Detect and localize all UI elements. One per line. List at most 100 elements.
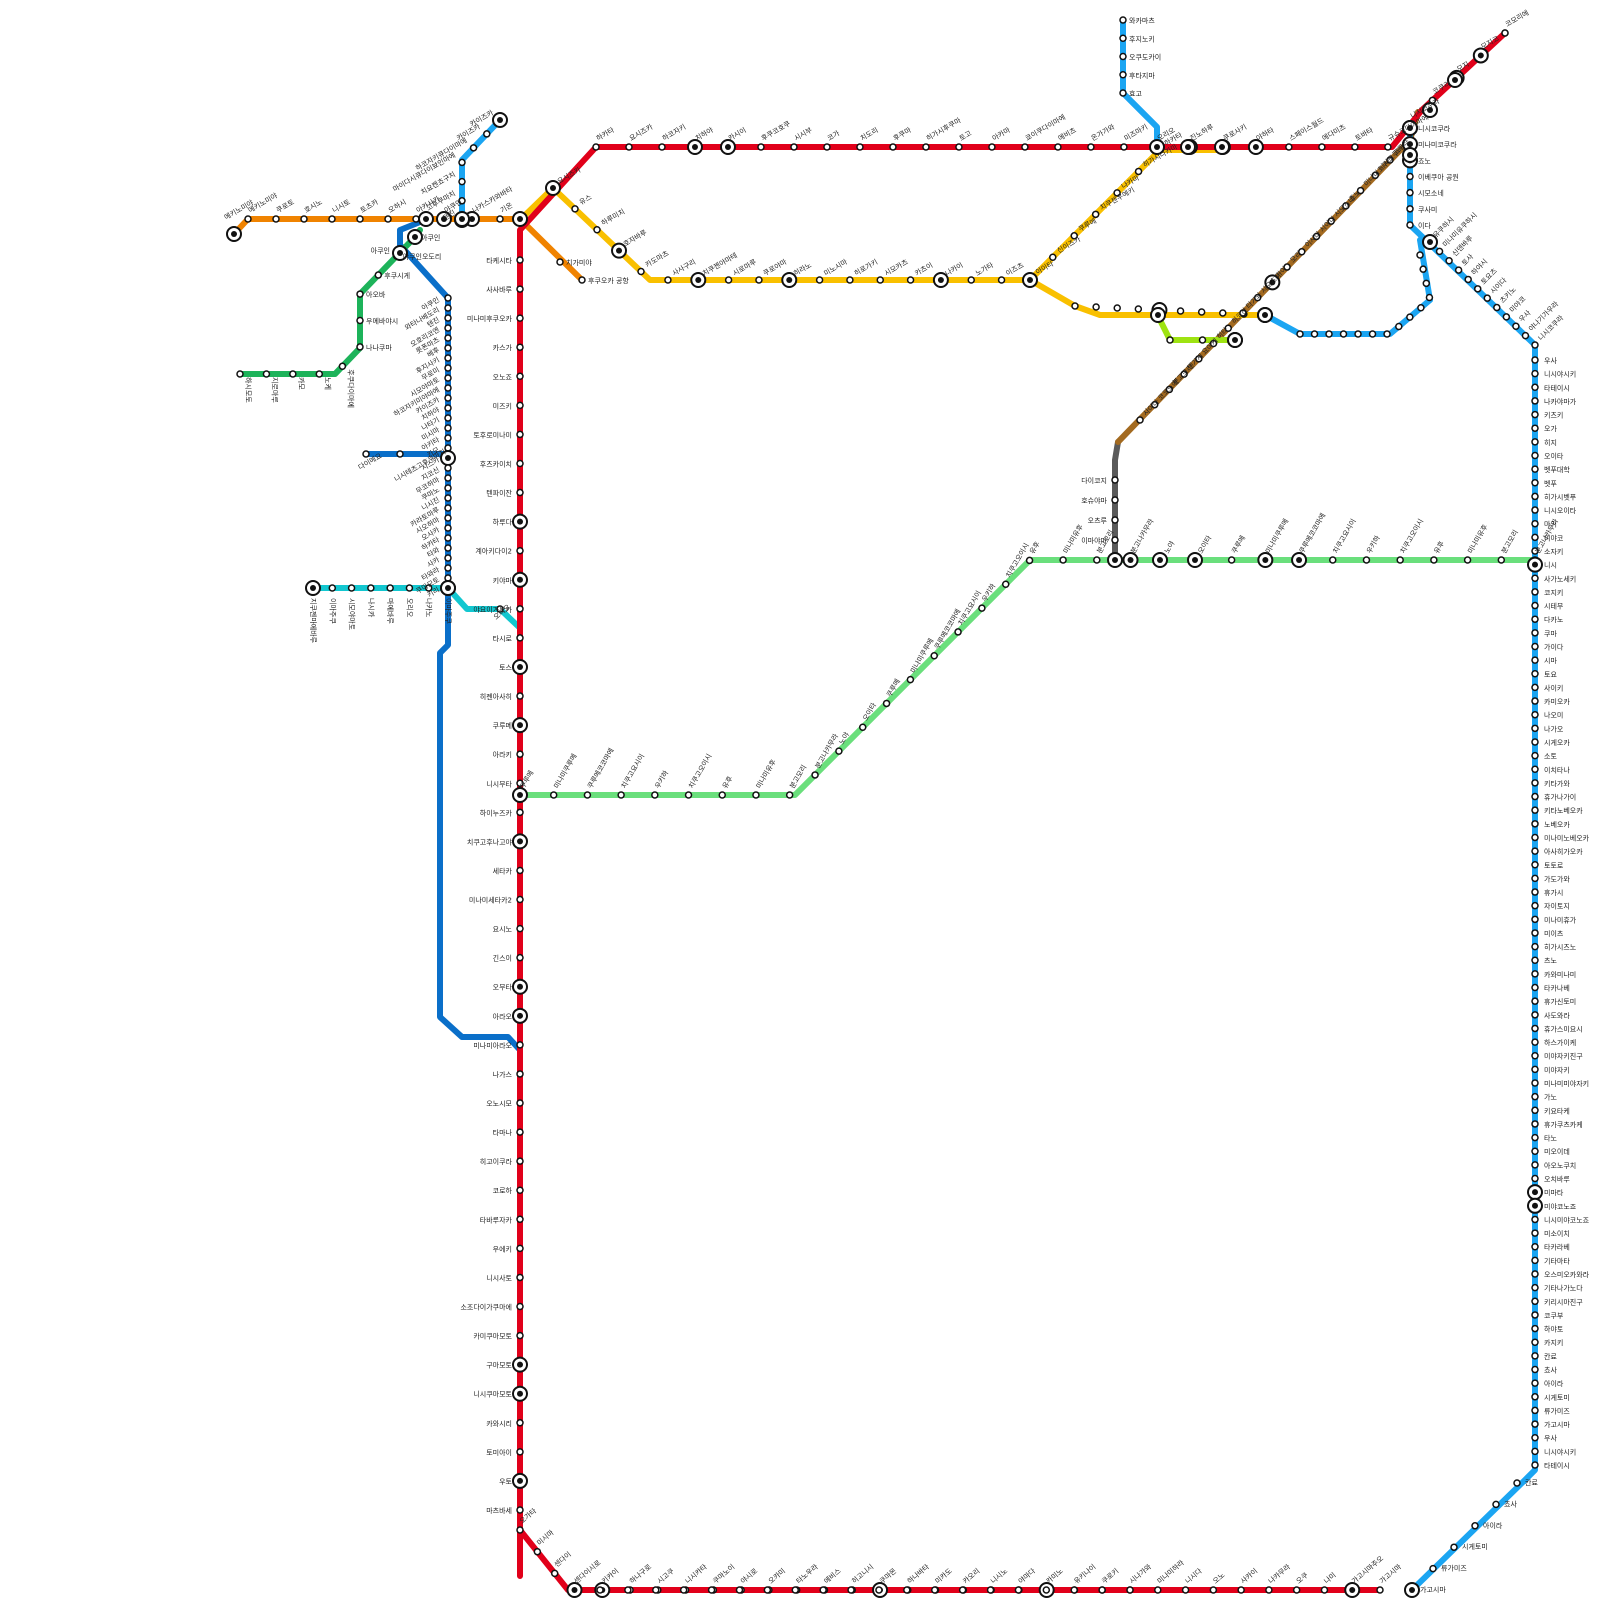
station-marker[interactable] — [1341, 331, 1347, 337]
station-marker[interactable] — [1120, 17, 1126, 23]
station-marker[interactable] — [1155, 1587, 1161, 1593]
station-marker[interactable] — [1502, 30, 1508, 36]
station-marker[interactable] — [791, 144, 797, 150]
station-marker[interactable] — [594, 227, 600, 233]
station-marker[interactable] — [1532, 439, 1538, 445]
station-marker[interactable] — [1437, 248, 1443, 254]
station-marker[interactable] — [1532, 1271, 1538, 1277]
station-marker[interactable] — [1532, 1367, 1538, 1373]
station-marker[interactable] — [1532, 412, 1538, 418]
station-marker[interactable] — [1043, 1587, 1049, 1593]
station-marker[interactable] — [517, 1304, 523, 1310]
station-marker[interactable] — [1532, 371, 1538, 377]
station-marker[interactable] — [836, 748, 842, 754]
station-marker[interactable] — [1532, 1380, 1538, 1386]
station-marker[interactable] — [625, 1587, 631, 1593]
station-marker[interactable] — [764, 1587, 770, 1593]
station-marker[interactable] — [931, 653, 937, 659]
station-marker[interactable] — [1532, 1421, 1538, 1427]
station-marker[interactable] — [593, 144, 599, 150]
station-marker[interactable] — [517, 548, 523, 554]
station-marker[interactable] — [1532, 848, 1538, 854]
station-marker[interactable] — [517, 490, 523, 496]
station-marker[interactable] — [1112, 537, 1118, 543]
station-marker[interactable] — [709, 1587, 715, 1593]
station-marker[interactable] — [1167, 337, 1173, 343]
station-marker[interactable] — [1532, 903, 1538, 909]
station-marker[interactable] — [719, 792, 725, 798]
station-marker[interactable] — [758, 144, 764, 150]
station-marker[interactable] — [1099, 1587, 1105, 1593]
station-marker[interactable] — [385, 216, 391, 222]
station-marker[interactable] — [1532, 657, 1538, 663]
station-marker[interactable] — [1015, 1587, 1021, 1593]
station-marker[interactable] — [1027, 557, 1033, 563]
station-marker[interactable] — [445, 315, 451, 321]
station-marker[interactable] — [1297, 331, 1303, 337]
station-marker[interactable] — [349, 585, 355, 591]
station-marker[interactable] — [1532, 507, 1538, 513]
station-marker[interactable] — [923, 144, 929, 150]
station-marker[interactable] — [1532, 1407, 1538, 1413]
station-marker[interactable] — [1120, 72, 1126, 78]
station-marker[interactable] — [999, 277, 1005, 283]
station-marker[interactable] — [1532, 1012, 1538, 1018]
station-marker[interactable] — [445, 325, 451, 331]
station-marker[interactable] — [1407, 206, 1413, 212]
station-marker[interactable] — [736, 1587, 742, 1593]
station-marker[interactable] — [659, 144, 665, 150]
station-marker[interactable] — [812, 772, 818, 778]
station-marker[interactable] — [517, 1187, 523, 1193]
station-marker[interactable] — [753, 792, 759, 798]
station-marker[interactable] — [263, 371, 269, 377]
station-marker[interactable] — [445, 535, 451, 541]
station-marker[interactable] — [1522, 333, 1528, 339]
station-marker[interactable] — [517, 1100, 523, 1106]
station-marker[interactable] — [1363, 557, 1369, 563]
station-marker[interactable] — [1532, 753, 1538, 759]
station-marker[interactable] — [397, 451, 403, 457]
station-marker[interactable] — [1532, 1025, 1538, 1031]
station-marker[interactable] — [1532, 589, 1538, 595]
station-marker[interactable] — [572, 206, 578, 212]
station-marker[interactable] — [1532, 957, 1538, 963]
station-marker[interactable] — [1532, 807, 1538, 813]
station-marker[interactable] — [1532, 1107, 1538, 1113]
station-marker[interactable] — [686, 792, 692, 798]
station-marker[interactable] — [1022, 144, 1028, 150]
station-marker[interactable] — [1420, 266, 1426, 272]
station-marker[interactable] — [884, 700, 890, 706]
station-marker[interactable] — [329, 216, 335, 222]
station-marker[interactable] — [517, 635, 523, 641]
station-marker[interactable] — [1532, 1121, 1538, 1127]
station-marker[interactable] — [445, 375, 451, 381]
station-marker[interactable] — [1088, 144, 1094, 150]
station-marker[interactable] — [1532, 1230, 1538, 1236]
station-marker[interactable] — [1532, 630, 1538, 636]
station-marker[interactable] — [1094, 557, 1100, 563]
station-marker[interactable] — [1532, 616, 1538, 622]
station-marker[interactable] — [1319, 144, 1325, 150]
station-marker[interactable] — [626, 144, 632, 150]
station-marker[interactable] — [445, 295, 451, 301]
station-marker[interactable] — [1112, 477, 1118, 483]
station-marker[interactable] — [618, 792, 624, 798]
station-marker[interactable] — [517, 606, 523, 612]
station-marker[interactable] — [1355, 331, 1361, 337]
station-marker[interactable] — [1532, 1326, 1538, 1332]
station-marker[interactable] — [517, 286, 523, 292]
station-marker[interactable] — [1532, 1094, 1538, 1100]
station-marker[interactable] — [517, 751, 523, 757]
station-marker[interactable] — [1407, 314, 1413, 320]
station-marker[interactable] — [517, 1042, 523, 1048]
station-marker[interactable] — [1200, 337, 1206, 343]
station-marker[interactable] — [1238, 1587, 1244, 1593]
station-marker[interactable] — [517, 1158, 523, 1164]
station-marker[interactable] — [1286, 144, 1292, 150]
station-marker[interactable] — [890, 144, 896, 150]
station-marker[interactable] — [445, 395, 451, 401]
station-marker[interactable] — [1532, 985, 1538, 991]
station-marker[interactable] — [877, 277, 883, 283]
station-marker[interactable] — [756, 277, 762, 283]
station-marker[interactable] — [1451, 1544, 1457, 1550]
